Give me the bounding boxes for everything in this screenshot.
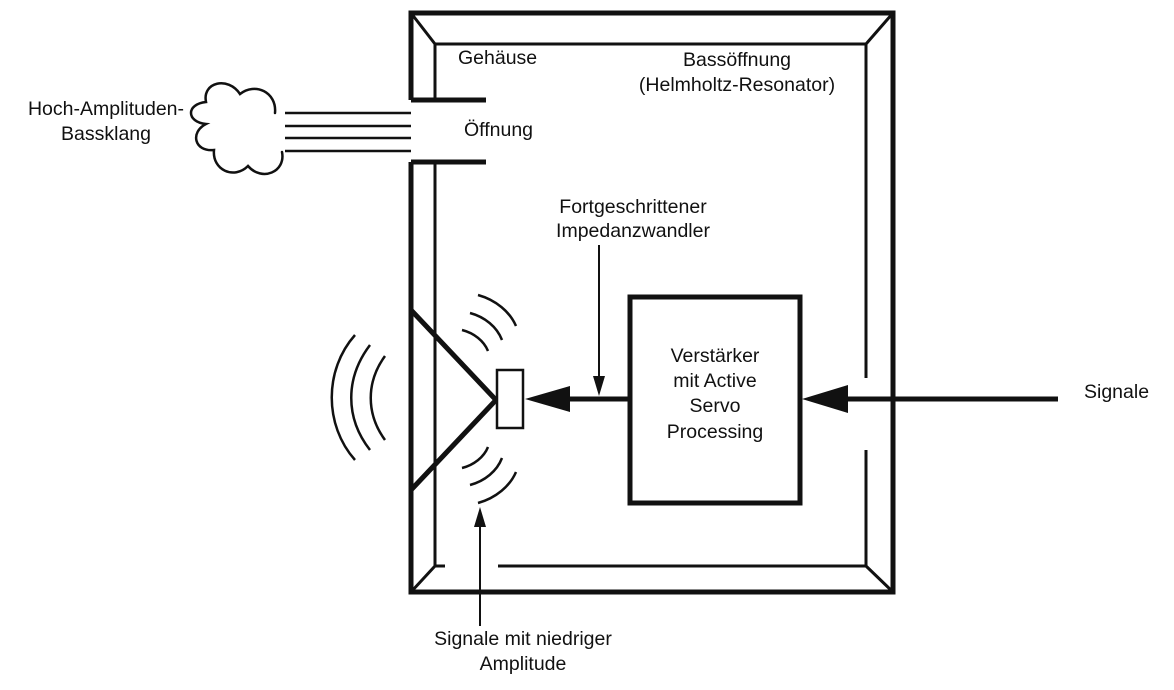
impedance-label-line2: Impedanzwandler [556, 220, 710, 242]
port-airflow-lines [285, 111, 411, 153]
bass-sound-cloud [189, 82, 284, 176]
amplifier-label-line3: Servo [690, 395, 741, 417]
amplifier-box [627, 294, 803, 506]
bevel-top-left [409, 12, 437, 45]
amplifier-label-line2: mit Active [673, 370, 756, 392]
impedance-pointer-arrow [593, 245, 605, 396]
impedance-label-line1: Fortgeschrittener [559, 196, 707, 218]
opening-label: Öffnung [464, 119, 533, 141]
amplifier-label-line1: Verstärker [671, 345, 760, 367]
signals-label: Signale [1084, 381, 1149, 403]
enclosure [408, 10, 896, 595]
bass-port-label-line2: (Helmholtz-Resonator) [639, 74, 835, 96]
low-amp-label-line1: Signale mit niedriger [434, 628, 612, 650]
bevel-bottom-left [409, 564, 437, 594]
driver-cone [409, 308, 500, 492]
amplifier-label-line4: Processing [667, 421, 763, 443]
low-amplitude-pointer-arrow [474, 507, 486, 626]
low-amp-label-line2: Amplitude [480, 653, 567, 675]
bass-port-label-line1: Bassöffnung [683, 49, 791, 71]
high-amp-bass-label-line1: Hoch-Amplituden- [28, 98, 184, 120]
amp-to-driver-arrow [525, 386, 630, 412]
enclosure-outer-wall [408, 10, 896, 595]
sound-waves-inner [461, 293, 518, 505]
bevel-bottom-right [864, 564, 895, 594]
housing-label: Gehäuse [458, 47, 537, 69]
enclosure-inner-wall-left [433, 162, 445, 568]
sound-waves-outer [330, 334, 387, 461]
enclosure-inner-wall-top [433, 42, 868, 378]
signal-input-arrow [802, 385, 1058, 413]
high-amp-bass-label-line2: Bassklang [61, 123, 151, 145]
voice-coil [495, 368, 525, 430]
bevel-top-right [864, 12, 895, 45]
